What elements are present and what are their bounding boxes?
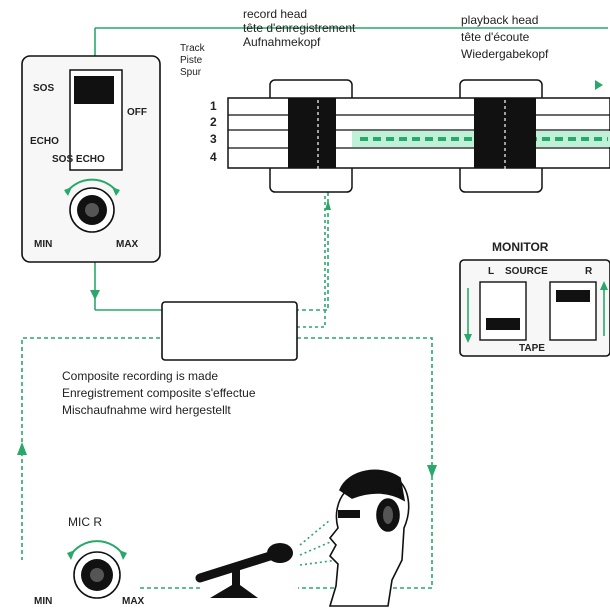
arrow-icon [64,187,72,196]
level-knob[interactable] [64,178,120,233]
record-head-label-fr: tête d'enregistrement [243,21,356,35]
record-head-gap [288,98,336,168]
sos-echo-caption: SOS ECHO [52,154,105,165]
voice-waves-2 [299,539,336,556]
record-head-label-en: record head [243,7,308,21]
tape-head-assembly [227,40,610,193]
track-number-2: 2 [210,115,217,129]
sos-switch-off-label: OFF [127,107,147,118]
caption-en: Composite recording is made [62,369,219,383]
sos-switch-knob [74,76,114,104]
level-knob-max-label: MAX [116,239,139,250]
monitor-right-label: R [585,266,593,277]
track-label-en: Track [180,43,205,54]
arrow-down-icon [427,465,437,478]
return-line [297,193,326,328]
arrow-up-icon [17,442,27,455]
mic-knob-title: MIC R [68,515,102,529]
playback-head-label-de: Wiedergabekopf [461,47,549,61]
mixer-to-record-head-line [295,190,329,311]
microphone-icon [195,543,293,598]
signal-arrows [17,80,603,478]
voice-waves-3 [299,559,339,566]
mixer-box [161,301,298,361]
track-number-3: 3 [210,132,217,146]
arrow-up-icon [600,281,608,290]
singer-with-headphones-icon [328,469,410,607]
monitor-source-label: SOURCE [505,266,548,277]
caption-fr: Enregistrement composite s'effectue [62,386,256,400]
voice-waves-1 [299,519,331,546]
mic-knob-min-label: MIN [34,596,53,607]
track-number-4: 4 [210,150,217,164]
monitor-left-slot [479,281,527,341]
monitor-left-knob [486,318,520,330]
playback-head-label-en: playback head [461,13,539,27]
track-number-1: 1 [210,99,217,113]
monitor-right-knob [556,290,590,302]
track-label-fr: Piste [180,55,203,66]
arrow-down-icon [90,290,100,300]
arrow-up-icon [325,200,331,210]
arrow-icon [112,187,120,196]
mic-level-knob[interactable] [67,540,127,599]
arrow-icon [119,550,127,560]
track-label-de: Spur [180,67,202,78]
playback-head-label-fr: tête d'écoute [461,30,530,44]
arrow-icon [67,550,75,560]
mic-loop-left [21,337,160,560]
monitor-tape-label: TAPE [519,343,545,354]
monitor-panel [459,259,610,357]
sos-switch-sos-label: SOS [33,83,55,94]
monitor-left-label: L [488,266,495,277]
mic-knob-max-label: MAX [122,596,145,607]
sos-switch-echo-label: ECHO [30,136,59,147]
record-head-label-de: Aufnahmekopf [243,35,321,49]
arrow-down-icon [464,334,472,343]
monitor-title: MONITOR [492,240,549,254]
arrow-right-icon [595,80,603,90]
level-knob-min-label: MIN [34,239,53,250]
caption-de: Mischaufnahme wird hergestellt [62,403,231,417]
sos-echo-panel [21,55,161,263]
